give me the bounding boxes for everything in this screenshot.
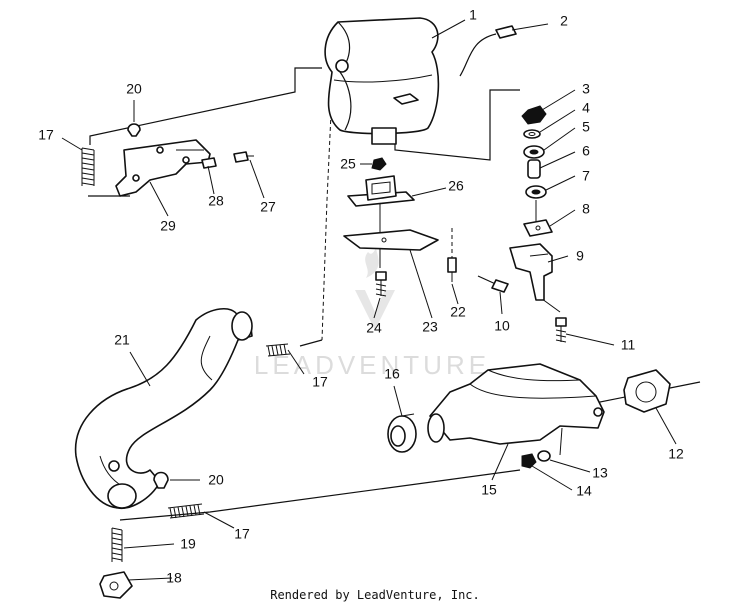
label-28: 28 [208,193,224,209]
label-18: 18 [166,570,182,586]
part-14-nut [521,453,537,469]
part-18-bracket [99,571,133,599]
part-25-nut [371,157,387,171]
part-27-pin [233,151,254,163]
label-6: 6 [582,143,590,159]
label-8: 8 [582,201,590,217]
label-21: 21 [114,332,130,348]
label-9: 9 [576,248,584,264]
label-27: 27 [260,199,276,215]
part-15-exhaust-manifold [427,363,605,445]
label-5: 5 [582,119,590,135]
label-19: 19 [180,536,196,552]
label-3: 3 [582,81,590,97]
label-2: 2 [560,13,568,29]
part-3-nut [521,105,547,125]
label-leaders [61,19,677,581]
part-5-grommet [523,145,545,159]
part-29-bracket [115,139,211,197]
label-13: 13 [592,465,608,481]
label-7: 7 [582,168,590,184]
part-17-spring-bottom [167,503,205,519]
part-6-spacer [527,159,541,179]
part-labels: 1 2 3 4 5 6 7 8 9 10 11 12 13 14 15 16 1… [38,7,684,586]
part-20-grommet-bottom [153,471,169,489]
part-1-muffler-canister [324,17,440,145]
part-8-plate [523,219,553,237]
label-23: 23 [422,319,438,335]
label-14: 14 [576,483,592,499]
label-15: 15 [481,482,497,498]
part-16-coupler [387,413,417,453]
part-26-mount [347,175,415,207]
label-4: 4 [582,100,590,116]
part-17-spring-top [81,147,95,186]
label-11: 11 [621,337,636,353]
label-26: 26 [448,178,464,194]
label-29: 29 [160,218,176,234]
part-17-spring-middle [265,343,291,357]
label-17-top: 17 [38,127,54,143]
label-17-bottom: 17 [234,526,250,542]
label-1: 1 [469,7,477,23]
render-credit: Rendered by LeadVenture, Inc. [270,588,480,602]
part-20-grommet-top [127,123,141,137]
watermark: LEADVENTURE [254,248,490,380]
part-7-grommet [525,185,547,199]
part-13-washer [537,450,551,462]
label-12: 12 [668,446,684,462]
label-25: 25 [340,156,356,172]
label-20-top: 20 [126,81,142,97]
label-24: 24 [366,320,382,336]
part-24-bolt [375,271,387,297]
watermark-text: LEADVENTURE [254,350,490,380]
part-2-clip [459,25,517,77]
part-23-plate [343,229,439,251]
part-19-spring [111,527,123,562]
label-22: 22 [450,304,466,320]
part-28-clip [201,157,217,169]
part-10-bolt [477,275,509,293]
part-9-bracket [509,243,553,301]
part-4-washer [523,129,541,139]
label-17-middle: 17 [312,374,328,390]
part-21-expansion-chamber [74,308,253,509]
label-20-bottom: 20 [208,472,224,488]
part-12-gasket [623,369,671,413]
label-16: 16 [384,366,400,382]
part-11-bolt [555,317,567,343]
part-22-pin [447,257,457,282]
label-10: 10 [494,318,510,334]
